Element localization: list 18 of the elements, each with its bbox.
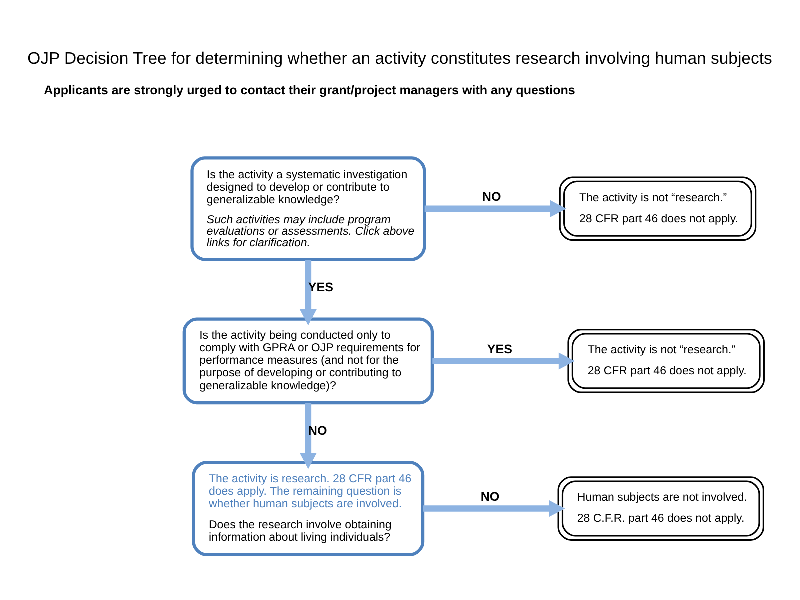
edge-label: YES [308,280,334,294]
edge-label: NO [308,424,328,438]
label: Applicants are strongly urged to contact their grant/project managers with any questions [44,82,576,97]
arrow [300,402,317,469]
node-box: Is the activity being conducted only to comply with GPRA or OJP requirements for performance measures (and not for the purpose of developing or contributing to generalizable knowledge)? [182,317,434,404]
arrow [432,352,576,370]
node-box: Human subjects are not involved. 28 C.F.R. part 46 does not apply. [558,476,764,540]
arrow [423,500,566,517]
edge-label: NO [480,490,500,504]
node-box: The activity is research. 28 CFR part 46 does apply. The remaining question is whether human subjects are involved. Does the research involve obtaining information about living individuals? [192,460,425,556]
arrow [424,200,567,217]
node-box: Is the activity a systematic investigation designed to develop or contribute to generalizable knowledge? Such activities may include program evaluations or assessments. Click above links for clarification. [190,156,426,261]
edge-label: YES [487,342,512,356]
diagram-title: OJP Decision Tree for determining whether an activity constitutes research involving human subjects [28,48,772,68]
node-box: The activity is not “research.” 28 CFR part 46 does not apply. [559,176,757,241]
edge-label: NO [482,190,502,204]
arrow [300,259,317,326]
node-box: The activity is not “research.” 28 CFR part 46 does not apply. [568,328,765,393]
